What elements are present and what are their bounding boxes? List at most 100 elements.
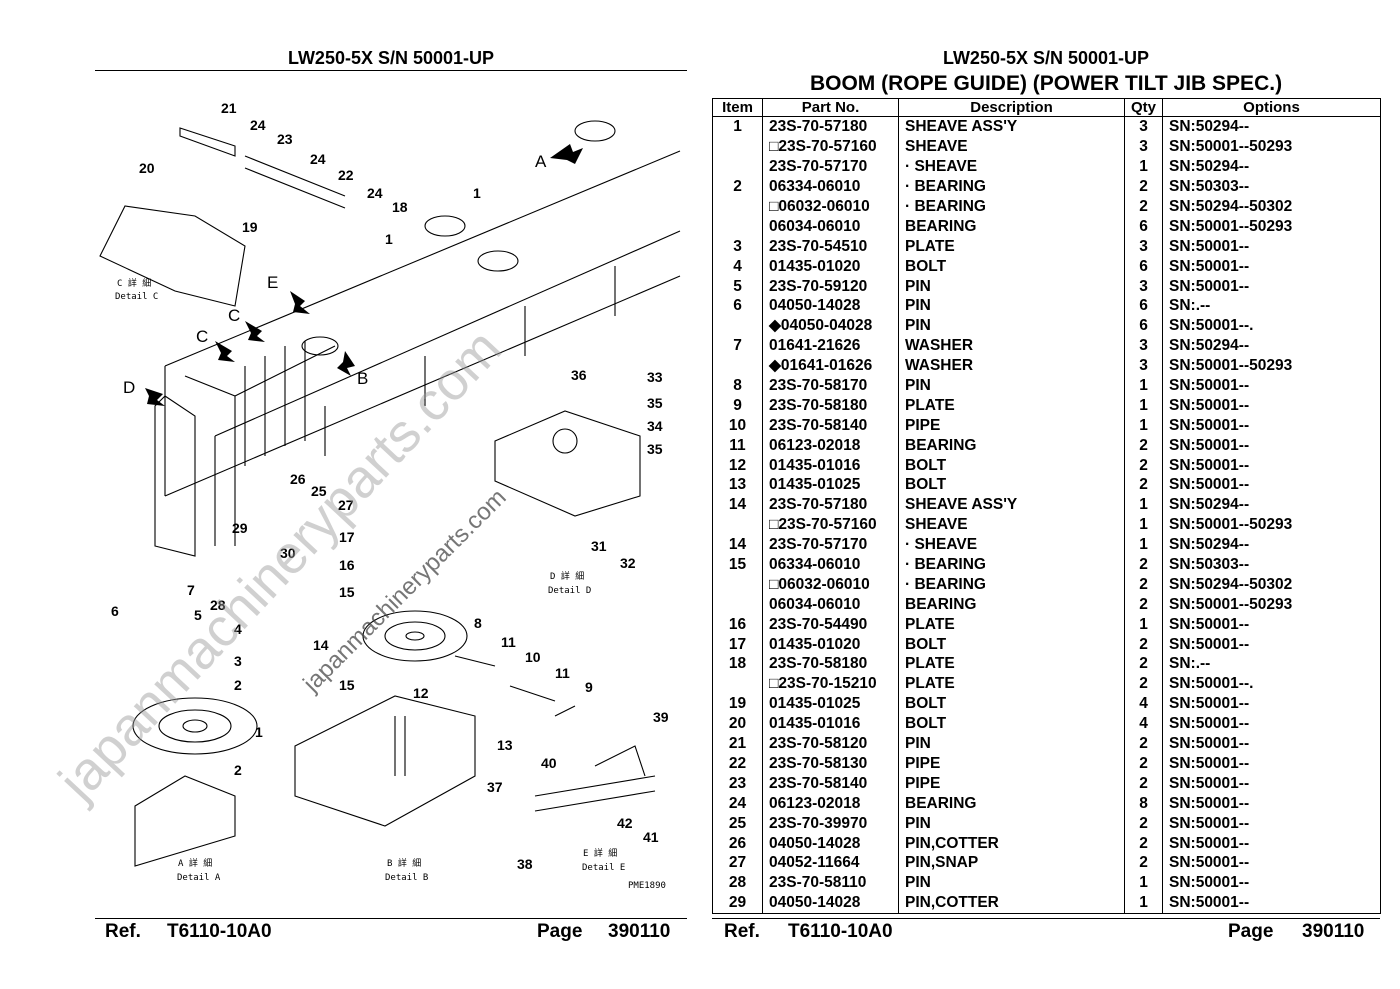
part-number-cell: 23S-70-58140 <box>762 773 899 794</box>
options-cell: SN:50001-- <box>1162 733 1381 754</box>
callout-13: 13 <box>497 737 513 753</box>
callout-E: E <box>267 273 278 292</box>
description-cell: BEARING <box>898 594 1125 615</box>
part-number-cell: 23S-70-58180 <box>762 654 899 674</box>
callout-36: 36 <box>571 367 587 383</box>
part-number-cell: 23S-70-58120 <box>762 733 899 754</box>
qty-cell: 2 <box>1124 634 1163 655</box>
qty-cell: 2 <box>1124 733 1163 754</box>
callout-2b: 2 <box>234 762 242 778</box>
callout-A: A <box>535 152 547 171</box>
qty-cell: 1 <box>1124 614 1163 635</box>
callout-2a: 2 <box>234 677 242 693</box>
callout-34: 34 <box>647 418 663 434</box>
callout-42: 42 <box>617 815 633 831</box>
part-number-cell: 06034-06010 <box>762 594 899 615</box>
item-cell: 6 <box>712 296 763 316</box>
description-cell: BOLT <box>898 693 1125 714</box>
item-cell: 5 <box>712 276 763 297</box>
description-cell: SHEAVE <box>898 514 1125 535</box>
callout-35a: 35 <box>647 395 663 411</box>
item-cell: 20 <box>712 713 763 734</box>
left-header-rule <box>95 70 687 71</box>
options-cell: SN:50294-- <box>1162 335 1381 356</box>
callout-24c: 24 <box>367 185 383 201</box>
qty-cell: 6 <box>1124 256 1163 277</box>
callout-38: 38 <box>517 856 533 872</box>
callout-23: 23 <box>277 131 293 147</box>
item-cell: 23 <box>712 773 763 794</box>
part-number-cell: 23S-70-58180 <box>762 395 899 416</box>
qty-cell: 1 <box>1124 156 1163 177</box>
part-number-cell: 06123-02018 <box>762 793 899 814</box>
qty-cell: 2 <box>1124 673 1163 694</box>
item-cell: 2 <box>712 176 763 197</box>
detail-a-label: A 詳 細 <box>178 857 212 869</box>
callout-5: 5 <box>194 607 202 623</box>
boom-upper-edge <box>164 150 681 367</box>
part-number-cell: 23S-70-57170 <box>762 156 899 177</box>
part-number-cell: 23S-70-57180 <box>762 116 899 137</box>
callout-31: 31 <box>591 538 607 554</box>
detail-b-label: B 詳 細 <box>387 857 421 869</box>
callout-26: 26 <box>290 471 306 487</box>
options-cell: SN:50001-- <box>1162 892 1381 914</box>
description-cell: SHEAVE ASS'Y <box>898 116 1125 137</box>
options-cell: SN:50001-- <box>1162 395 1381 416</box>
qty-cell: 3 <box>1124 116 1163 137</box>
qty-cell: 3 <box>1124 236 1163 257</box>
footer-ref-label-left: Ref. <box>105 921 141 942</box>
callout-8: 8 <box>474 615 482 631</box>
callout-41: 41 <box>643 829 659 845</box>
options-cell: SN:50001--. <box>1162 315 1381 336</box>
part-number-cell: 23S-70-57180 <box>762 494 899 515</box>
options-cell: SN:50001--50293 <box>1162 594 1381 615</box>
callout-33: 33 <box>647 369 663 385</box>
drawing-number: PME1890 <box>628 881 666 891</box>
description-cell: PIN,COTTER <box>898 833 1125 853</box>
qty-cell: 4 <box>1124 693 1163 714</box>
description-cell: PIPE <box>898 415 1125 436</box>
description-cell: · SHEAVE <box>898 534 1125 555</box>
callout-D: D <box>123 378 135 397</box>
qty-cell: 2 <box>1124 435 1163 456</box>
col-header-part-no: Part No. <box>762 98 899 117</box>
options-cell: SN:50001-- <box>1162 634 1381 655</box>
callout-16: 16 <box>339 557 355 573</box>
qty-cell: 2 <box>1124 176 1163 197</box>
callout-24b: 24 <box>310 151 326 167</box>
part-number-cell: 23S-70-58110 <box>762 872 899 893</box>
description-cell: SHEAVE <box>898 136 1125 157</box>
part-number-cell: 06034-06010 <box>762 216 899 237</box>
part-number-cell: □23S-70-15210 <box>762 673 899 694</box>
part-number-cell: 01435-01020 <box>762 256 899 277</box>
part-number-cell: 04052-11664 <box>762 852 899 873</box>
options-cell: SN:50001-- <box>1162 753 1381 774</box>
options-cell: SN:50001-- <box>1162 713 1381 734</box>
detail-a-en-label: Detail A <box>177 873 221 883</box>
item-cell <box>712 574 763 595</box>
callout-1b: 1 <box>385 231 393 247</box>
description-cell: PLATE <box>898 654 1125 674</box>
detail-e-en-label: Detail E <box>582 863 625 873</box>
options-cell: SN:50001--50293 <box>1162 136 1381 157</box>
item-cell: 26 <box>712 833 763 853</box>
item-cell: 16 <box>712 614 763 635</box>
description-cell: BOLT <box>898 713 1125 734</box>
callout-11a: 11 <box>501 634 516 650</box>
description-cell: PIN,COTTER <box>898 892 1125 914</box>
part-number-cell: 01641-21626 <box>762 335 899 356</box>
description-cell: PIN <box>898 315 1125 336</box>
